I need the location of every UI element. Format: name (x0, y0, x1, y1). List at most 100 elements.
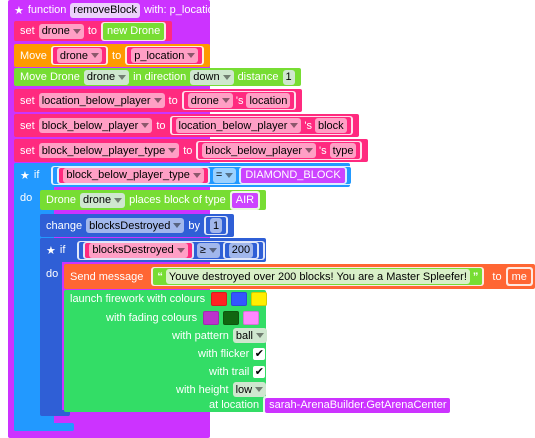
if-header[interactable]: ★ if block_below_player_type = DIAMOND_B… (14, 163, 353, 187)
to-label: to (156, 119, 166, 132)
if-label: if (33, 169, 40, 181)
drone-dropdown[interactable]: drone (56, 48, 103, 63)
object-dropdown[interactable]: drone (187, 93, 233, 108)
possessive-label: 's (304, 119, 312, 132)
compare-block[interactable]: blocksDestroyed ≥ 200 (79, 241, 264, 259)
color-swatch-blue[interactable] (231, 291, 248, 306)
location-call-block[interactable]: sarah-ArenaBuilder.GetArenaCenter (265, 397, 451, 413)
location-label: at location (209, 399, 260, 411)
pattern-label: with pattern (172, 329, 229, 342)
distance-field[interactable]: 1 (282, 69, 295, 85)
right-socket: DIAMOND_BLOCK (239, 166, 347, 184)
do-label: do (20, 192, 33, 204)
number-block[interactable]: 1 (206, 217, 227, 234)
target-value[interactable]: me (507, 269, 531, 284)
inner-if-header[interactable]: ★ if blocksDestroyed ≥ 200 (40, 238, 266, 262)
amount-socket: 1 (204, 216, 229, 235)
number-block[interactable]: 200 (224, 242, 258, 258)
color-swatch-darkgreen[interactable] (223, 310, 240, 325)
left-variable-dropdown[interactable]: blocksDestroyed (89, 242, 188, 258)
to-label: to (87, 25, 98, 37)
star-icon: ★ (20, 169, 30, 182)
change-block[interactable]: change blocksDestroyed by 1 (40, 214, 235, 237)
right-value-block[interactable]: DIAMOND_BLOCK (241, 167, 345, 183)
launch-label: launch firework with colours (70, 292, 206, 305)
property-block[interactable]: location_below_player 's block (171, 117, 351, 134)
drone-variable-block[interactable]: drone (52, 47, 107, 64)
move-drone-block[interactable]: Move drone to p_location (14, 44, 211, 67)
property-block[interactable]: drone 's location (183, 92, 295, 109)
operator-dropdown[interactable]: ≥ (196, 242, 220, 258)
by-label: by (188, 219, 201, 232)
variable-dropdown[interactable]: drone (38, 23, 84, 39)
flicker-checkbox[interactable]: ✔ (253, 347, 266, 360)
property-field[interactable]: location (246, 93, 291, 108)
color-swatch-pink[interactable] (243, 310, 260, 325)
value-socket: new Drone (101, 21, 167, 41)
number-field[interactable]: 200 (228, 242, 254, 258)
pattern-dropdown[interactable]: ball (232, 328, 267, 343)
location-variable-block[interactable]: p_location (127, 47, 203, 64)
function-name-field[interactable]: removeBlock (70, 2, 140, 18)
property-field[interactable]: type (329, 143, 357, 158)
star-icon: ★ (46, 244, 56, 257)
set-block-type-block[interactable]: set block_below_player_type to block_bel… (14, 139, 369, 162)
height-dropdown[interactable]: low (232, 382, 267, 397)
amount-field[interactable]: 1 (210, 218, 223, 233)
to-label: to (112, 49, 122, 62)
left-variable-block[interactable]: blocksDestroyed (85, 242, 192, 258)
drone-socket: drone (50, 46, 109, 65)
inner-if-block[interactable] (40, 238, 62, 414)
function-header[interactable]: ★ function removeBlock with: p_location (8, 1, 220, 19)
trail-checkbox[interactable]: ✔ (253, 365, 266, 378)
set-label: set (20, 119, 35, 132)
target-socket: me (505, 267, 533, 286)
left-variable-block[interactable]: block_below_player_type (59, 167, 208, 183)
move-direction-block[interactable]: Move Drone drone in direction down dista… (14, 68, 301, 86)
open-quote: “ (157, 270, 163, 283)
variable-dropdown[interactable]: block_below_player (38, 118, 153, 133)
operator-dropdown[interactable]: = (212, 167, 237, 183)
message-text-field[interactable]: Youve destroyed over 200 blocks! You are… (165, 269, 470, 284)
color-swatch-red[interactable] (211, 291, 228, 306)
firework-flicker-row: with flicker ✔ (192, 345, 271, 362)
star-icon: ★ (14, 4, 24, 17)
places-label: places block of type (129, 194, 226, 206)
text-block[interactable]: “ Youve destroyed over 200 blocks! You a… (153, 268, 483, 285)
firework-fading-row: with fading colours (100, 309, 265, 326)
new-drone-block[interactable]: new Drone (103, 22, 165, 40)
function-keyword: function (27, 4, 67, 16)
property-block[interactable]: block_below_player 's type (198, 142, 361, 159)
compare-block[interactable]: block_below_player_type = DIAMOND_BLOCK (53, 166, 351, 184)
inner-if-footer (40, 410, 70, 416)
set-drone-block[interactable]: set drone to new Drone (14, 21, 173, 41)
send-message-block[interactable]: Send message “ Youve destroyed over 200 … (64, 264, 535, 289)
color-swatch-yellow[interactable] (251, 291, 268, 306)
property-field[interactable]: block (314, 118, 347, 133)
function-params: with: p_location (143, 4, 220, 16)
right-socket: 200 (222, 241, 260, 259)
variable-dropdown[interactable]: location_below_player (38, 93, 165, 108)
firework-trail-row: with trail ✔ (203, 363, 271, 380)
drone-place-block[interactable]: Drone drone places block of type AIR (40, 190, 267, 210)
object-dropdown[interactable]: block_below_player (202, 143, 317, 158)
variable-dropdown[interactable]: block_below_player_type (38, 143, 180, 158)
direction-dropdown[interactable]: down (190, 69, 234, 85)
color-swatch-purple[interactable] (203, 310, 220, 325)
left-variable-dropdown[interactable]: block_below_player_type (63, 167, 204, 183)
distance-label: distance (237, 71, 279, 83)
to-label: to (492, 270, 502, 283)
set-block-block[interactable]: set block_below_player to location_below… (14, 114, 359, 137)
block-type-value[interactable]: AIR (231, 192, 259, 208)
drone-dropdown[interactable]: drone (79, 192, 126, 208)
variable-dropdown[interactable]: blocksDestroyed (86, 218, 185, 233)
object-dropdown[interactable]: location_below_player (175, 118, 302, 133)
move-label: Move (20, 49, 47, 62)
value-socket: drone 's location (181, 91, 297, 110)
flicker-label: with flicker (198, 347, 250, 360)
location-dropdown[interactable]: p_location (131, 48, 199, 63)
drone-dropdown[interactable]: drone (83, 69, 130, 85)
to-label: to (168, 94, 178, 107)
set-location-block[interactable]: set location_below_player to drone 's lo… (14, 89, 303, 112)
direction-label: in direction (133, 71, 187, 83)
